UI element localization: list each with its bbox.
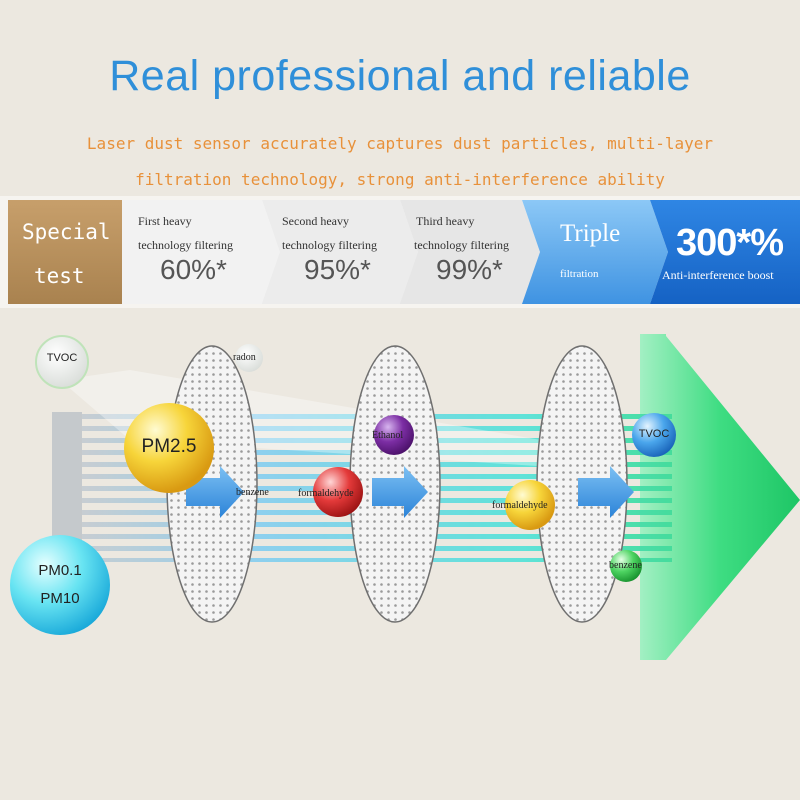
stage-third-line1: Third heavy xyxy=(416,214,475,228)
benzene-label-1: benzene xyxy=(236,487,269,498)
special-test-badge: Special test xyxy=(8,200,122,304)
tvoc-particle-right xyxy=(632,413,676,457)
subtitle-line-2: filtration technology, strong anti-inter… xyxy=(135,170,665,189)
subtitle-line-1: Laser dust sensor accurately captures du… xyxy=(86,134,714,153)
stage-third: Third heavy technology filtering 99%* xyxy=(414,200,534,304)
formaldehyde-particle-2 xyxy=(505,480,555,530)
tvoc-label-right: TVOC xyxy=(638,428,670,440)
formaldehyde-label-2: formaldehyde xyxy=(492,500,548,511)
formaldehyde-particle-1 xyxy=(313,467,363,517)
triple-title: Triple xyxy=(560,220,621,247)
ethanol-particle xyxy=(374,415,414,455)
stage-second-percent: 95%* xyxy=(304,254,371,285)
pm10-label: PM10 xyxy=(40,590,80,607)
stage-first-line1: First heavy xyxy=(138,214,192,228)
pm01-label: PM0.1 xyxy=(38,562,82,579)
special-line2: test xyxy=(34,264,85,288)
pm25-particle xyxy=(124,403,214,493)
stage-third-line2: technology filtering xyxy=(414,238,509,252)
formaldehyde-label-1: formaldehyde xyxy=(298,488,354,499)
stage-second: Second heavy technology filtering 95%* xyxy=(282,200,402,304)
triple-filtration-box: Triple filtration xyxy=(538,200,650,304)
radon-label: radon xyxy=(233,352,256,363)
pm01-pm10-particle xyxy=(10,535,110,635)
radon-particle xyxy=(235,344,263,372)
ethanol-label: Ethanol xyxy=(372,430,404,441)
pm25-label: PM2.5 xyxy=(141,436,197,457)
stage-third-percent: 99%* xyxy=(436,254,503,285)
boost-sub: Anti-interference boost xyxy=(662,268,774,282)
special-line1: Special xyxy=(22,220,111,244)
flow-arrow-2 xyxy=(372,466,428,518)
benzene-particle-2 xyxy=(610,550,642,582)
stage-second-line1: Second heavy xyxy=(282,214,349,228)
anti-interference-box: 300*% Anti-interference boost xyxy=(650,200,798,304)
flow-arrow-3 xyxy=(578,466,634,518)
tvoc-label-left: TVOC xyxy=(46,352,78,364)
triple-sub: filtration xyxy=(560,268,599,280)
stage-first-line2: technology filtering xyxy=(138,238,233,252)
filter-stage-band xyxy=(0,196,800,308)
stage-second-line2: technology filtering xyxy=(282,238,377,252)
stage-first: First heavy technology filtering 60%* xyxy=(138,200,262,304)
tvoc-particle-left xyxy=(35,335,89,389)
page-title: Real professional and reliable xyxy=(109,52,691,100)
output-arrow xyxy=(640,334,800,660)
stage-first-percent: 60%* xyxy=(160,254,227,285)
benzene-label-2: benzene xyxy=(609,560,642,571)
boost-value: 300*% xyxy=(676,222,784,264)
